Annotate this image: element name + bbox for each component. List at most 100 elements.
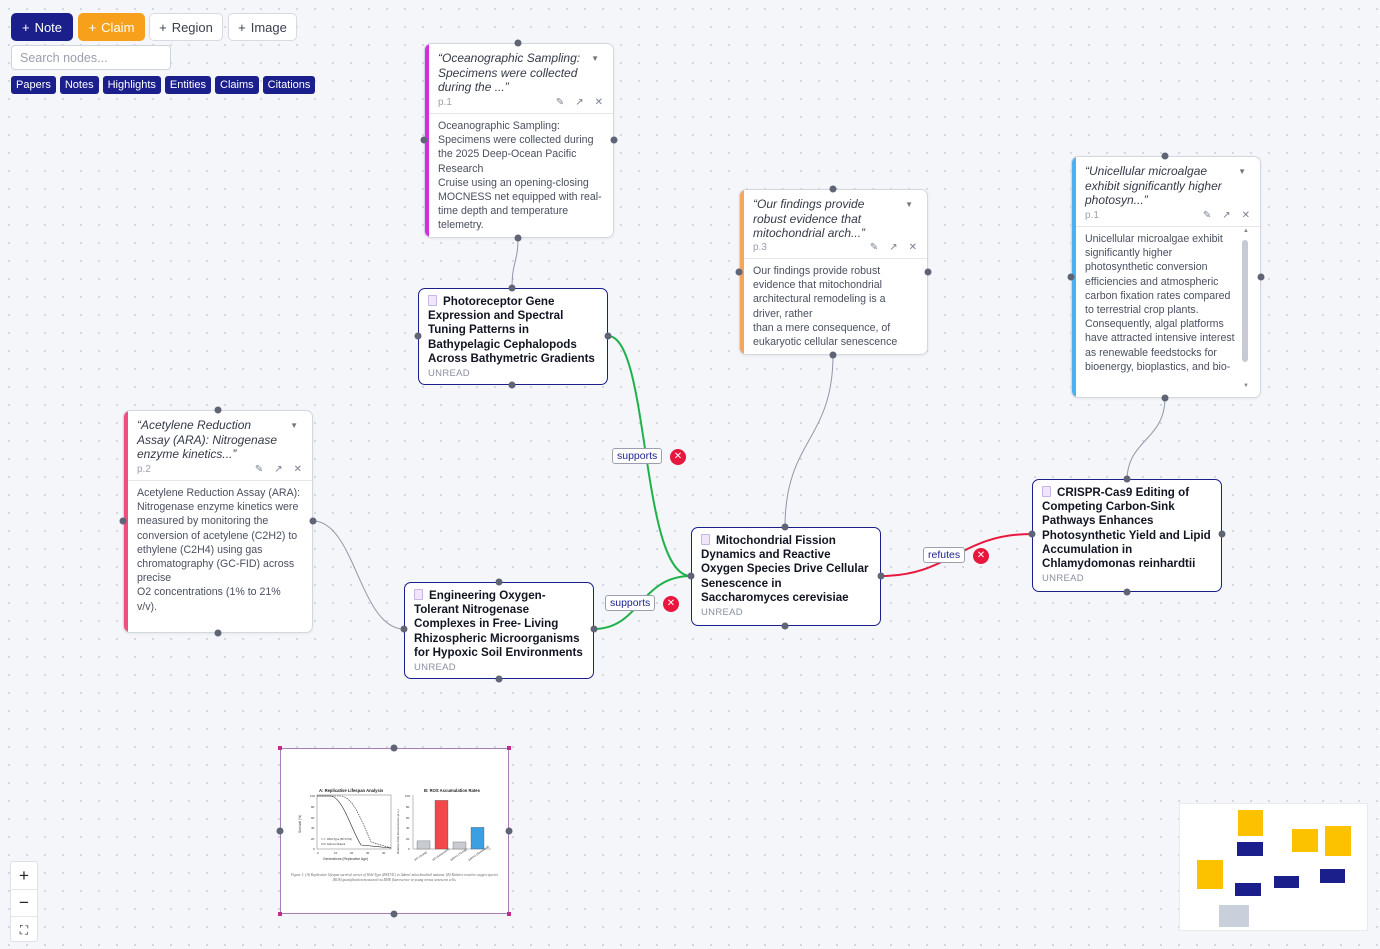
resize-handle[interactable] bbox=[507, 746, 511, 750]
connection-handle[interactable] bbox=[214, 629, 222, 637]
connection-handle[interactable] bbox=[781, 523, 789, 531]
connection-handle[interactable] bbox=[400, 625, 408, 633]
zoom-in-button[interactable]: + bbox=[19, 865, 29, 885]
plus-icon: + bbox=[21, 19, 30, 35]
scroll-down-icon[interactable]: ▼ bbox=[1243, 383, 1249, 389]
connection-handle[interactable] bbox=[1161, 394, 1169, 402]
filter-notes[interactable]: Notes bbox=[59, 76, 99, 94]
resize-handle[interactable] bbox=[278, 746, 282, 750]
add-region-button[interactable]: +Region bbox=[149, 13, 223, 41]
open-icon[interactable]: ↗ bbox=[1222, 210, 1231, 221]
connection-handle[interactable] bbox=[735, 268, 743, 276]
add-image-button[interactable]: +Image bbox=[228, 13, 297, 41]
connection-handle[interactable] bbox=[508, 381, 516, 389]
image-node-figure[interactable]: A: Replicative Lifespan Analysis B: ROS … bbox=[280, 748, 509, 914]
paper-status: UNREAD bbox=[428, 368, 470, 380]
filter-highlights[interactable]: Highlights bbox=[102, 76, 161, 94]
paper-node-photoreceptor[interactable]: Photoreceptor Gene Expression and Spectr… bbox=[418, 288, 608, 385]
edge-label-supports[interactable]: supports bbox=[605, 595, 656, 611]
paper-node-crispr[interactable]: CRISPR-Cas9 Editing of Competing Carbon-… bbox=[1032, 479, 1222, 592]
connection-handle[interactable] bbox=[414, 332, 422, 340]
connection-handle[interactable] bbox=[508, 284, 516, 292]
add-note-button[interactable]: +Note bbox=[11, 13, 73, 41]
close-icon[interactable]: ✕ bbox=[293, 464, 302, 475]
minimap[interactable] bbox=[1179, 803, 1368, 931]
collapse-caret-icon[interactable]: ▼ bbox=[1238, 167, 1246, 176]
connection-handle[interactable] bbox=[1028, 530, 1036, 538]
fit-view-button[interactable]: ⛶ bbox=[11, 916, 37, 943]
edge-label-supports[interactable]: supports bbox=[612, 448, 663, 464]
connection-handle[interactable] bbox=[276, 827, 284, 835]
connection-handle[interactable] bbox=[877, 572, 885, 580]
collapse-caret-icon[interactable]: ▼ bbox=[290, 421, 298, 430]
connection-handle[interactable] bbox=[420, 136, 428, 144]
edit-icon[interactable]: ✎ bbox=[254, 464, 264, 475]
connection-handle[interactable] bbox=[1218, 530, 1226, 538]
connection-handle[interactable] bbox=[390, 744, 398, 752]
filter-claims[interactable]: Claims bbox=[215, 76, 259, 94]
delete-edge-icon[interactable]: ✕ bbox=[670, 449, 686, 465]
a-ytick: 80 bbox=[311, 805, 315, 809]
paper-title: CRISPR-Cas9 Editing of Competing Carbon-… bbox=[1042, 486, 1211, 571]
connection-handle[interactable] bbox=[119, 517, 127, 525]
connection-handle[interactable] bbox=[590, 625, 598, 633]
connection-handle[interactable] bbox=[505, 827, 513, 835]
connection-handle[interactable] bbox=[604, 332, 612, 340]
edit-icon[interactable]: ✎ bbox=[555, 97, 565, 108]
edge-label-refutes[interactable]: refutes bbox=[923, 547, 966, 563]
connection-handle[interactable] bbox=[214, 406, 222, 414]
connection-handle[interactable] bbox=[514, 39, 522, 47]
connection-handle[interactable] bbox=[1067, 273, 1075, 281]
connection-handle[interactable] bbox=[309, 517, 317, 525]
b-ylabel: Relative DHE Fluorescence (a.u.) bbox=[396, 809, 400, 854]
filter-citations[interactable]: Citations bbox=[262, 76, 316, 94]
connection-handle[interactable] bbox=[924, 268, 932, 276]
connection-handle[interactable] bbox=[495, 675, 503, 683]
add-claim-button[interactable]: +Claim bbox=[78, 13, 145, 41]
search-input[interactable] bbox=[11, 45, 171, 70]
edit-icon[interactable]: ✎ bbox=[1202, 210, 1212, 221]
connection-handle[interactable] bbox=[495, 578, 503, 586]
delete-edge-icon[interactable]: ✕ bbox=[973, 548, 989, 564]
connection-handle[interactable] bbox=[687, 572, 695, 580]
connection-handle[interactable] bbox=[1161, 152, 1169, 160]
filter-entities[interactable]: Entities bbox=[164, 76, 211, 94]
note-card-acetylene[interactable]: “Acetylene Reduction Assay (ARA): Nitrog… bbox=[123, 410, 313, 633]
resize-handle[interactable] bbox=[507, 912, 511, 916]
scroll-up-icon[interactable]: ▲ bbox=[1243, 228, 1249, 234]
open-icon[interactable]: ↗ bbox=[575, 97, 584, 108]
note-card-microalgae[interactable]: “Unicellular microalgae exhibit signific… bbox=[1071, 156, 1261, 398]
scrollbar-thumb[interactable] bbox=[1242, 240, 1248, 362]
connection-handle[interactable] bbox=[1123, 475, 1131, 483]
collapse-caret-icon[interactable]: ▼ bbox=[905, 200, 913, 209]
paper-node-nitrogenase[interactable]: Engineering Oxygen-Tolerant Nitrogenase … bbox=[404, 582, 594, 679]
zoom-controls: + − ⛶ bbox=[10, 861, 38, 942]
connection-handle[interactable] bbox=[514, 234, 522, 242]
connection-handle[interactable] bbox=[1257, 273, 1265, 281]
minimap-node bbox=[1237, 842, 1263, 856]
connection-handle[interactable] bbox=[781, 622, 789, 630]
note-card-oceanographic[interactable]: “Oceanographic Sampling: Specimens were … bbox=[424, 43, 614, 238]
open-icon[interactable]: ↗ bbox=[274, 464, 283, 475]
note-body: Oceanographic Sampling: Specimens were c… bbox=[438, 120, 602, 232]
close-icon[interactable]: ✕ bbox=[908, 242, 917, 253]
connection-handle[interactable] bbox=[610, 136, 618, 144]
paper-node-mitochondrial[interactable]: Mitochondrial Fission Dynamics and React… bbox=[691, 527, 881, 626]
connection-handle[interactable] bbox=[1123, 588, 1131, 596]
delete-edge-icon[interactable]: ✕ bbox=[663, 596, 679, 612]
connection-handle[interactable] bbox=[390, 910, 398, 918]
edit-icon[interactable]: ✎ bbox=[869, 242, 879, 253]
collapse-caret-icon[interactable]: ▼ bbox=[591, 54, 599, 63]
close-icon[interactable]: ✕ bbox=[1241, 210, 1250, 221]
connection-handle[interactable] bbox=[829, 185, 837, 193]
connection-handle[interactable] bbox=[829, 351, 837, 359]
close-icon[interactable]: ✕ bbox=[594, 97, 603, 108]
note-page: p.2 bbox=[137, 464, 151, 475]
note-card-mitochondrial[interactable]: “Our findings provide robust evidence th… bbox=[739, 189, 928, 355]
zoom-out-button[interactable]: − bbox=[11, 889, 37, 916]
paper-title: Engineering Oxygen-Tolerant Nitrogenase … bbox=[414, 589, 583, 659]
a-ytick: 100 bbox=[310, 794, 315, 798]
resize-handle[interactable] bbox=[278, 912, 282, 916]
filter-papers[interactable]: Papers bbox=[11, 76, 56, 94]
open-icon[interactable]: ↗ bbox=[889, 242, 898, 253]
